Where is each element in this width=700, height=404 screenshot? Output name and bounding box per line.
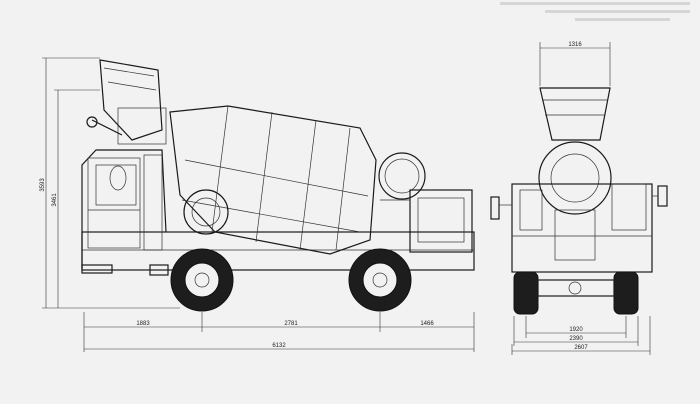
dim-height: 3461 <box>52 193 58 207</box>
rear-view-mixer-truck <box>490 87 668 315</box>
dim-overall-width: 2390 <box>569 336 583 342</box>
dim-rear-overhang: 1466 <box>420 321 434 327</box>
rear-view-dimensions: 1316 1920 2390 2607 <box>511 42 651 355</box>
dim-overall-length: 6132 <box>272 343 286 349</box>
dim-track-width: 1920 <box>569 327 583 333</box>
dim-overall-height: 3593 <box>40 178 46 192</box>
dim-hopper-width: 1316 <box>568 42 582 48</box>
faded-header-text <box>500 2 690 21</box>
dim-mirror-width: 2607 <box>574 345 588 351</box>
dim-front-overhang: 1883 <box>136 321 150 327</box>
side-view-dimensions: 3593 3461 1883 2781 1466 6132 <box>40 57 475 352</box>
side-view-mixer-truck <box>81 59 475 312</box>
dim-wheelbase: 2781 <box>284 321 298 327</box>
